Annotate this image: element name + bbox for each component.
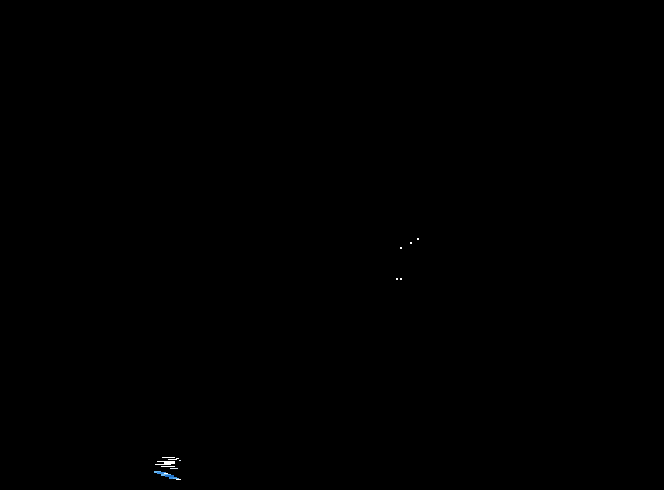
blue-trail-segment-7: [176, 479, 181, 480]
white-streak-2: [168, 459, 177, 460]
blue-trail-segment-4: [165, 475, 174, 477]
white-streak-9: [179, 460, 181, 461]
faint-dot-1: [417, 238, 419, 240]
faint-dot-2: [410, 242, 412, 244]
white-streak-3: [157, 461, 175, 462]
faint-dot-4: [396, 278, 398, 280]
white-streak-4: [164, 462, 175, 464]
blue-trail-segment-6: [173, 478, 179, 479]
white-streak-8: [176, 458, 179, 459]
white-streak-5: [155, 464, 171, 465]
white-streak-6: [161, 466, 175, 467]
blue-trail-segment-8: [164, 473, 168, 474]
faint-dot-3: [400, 247, 402, 249]
white-streak-1: [162, 457, 175, 458]
blue-trail-segment-2: [157, 472, 166, 474]
white-streak-7: [170, 468, 178, 469]
bright-streak-cluster: [152, 455, 186, 483]
faint-dot-5: [400, 278, 402, 280]
